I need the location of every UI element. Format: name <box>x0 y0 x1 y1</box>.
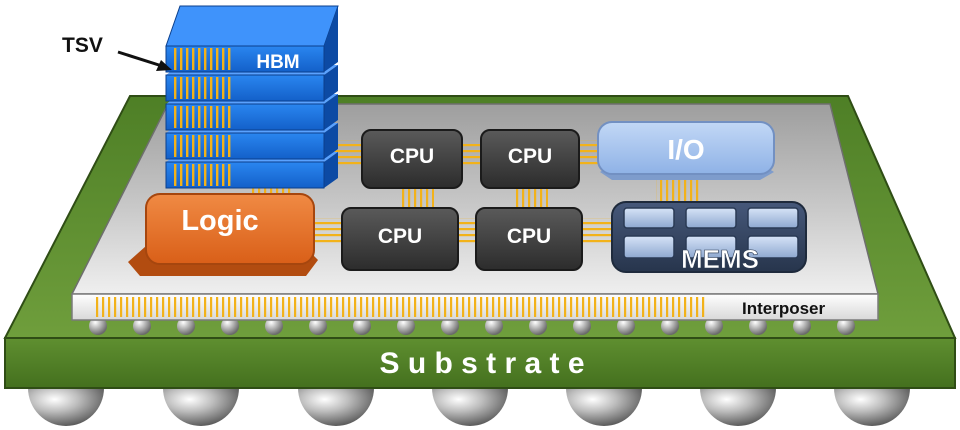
interposer-label: Interposer <box>742 299 826 318</box>
mems-die: MEMS <box>611 201 807 274</box>
io-die: I/O <box>597 121 775 180</box>
hbm-die-top: HBM <box>165 5 339 73</box>
tsv-label: TSV <box>62 34 103 57</box>
mems-label: MEMS <box>681 244 759 274</box>
cpu-label: CPU <box>508 145 552 168</box>
tsv-arrow-line <box>117 50 163 68</box>
logic-label: Logic <box>181 205 258 237</box>
cpu-bottom-left: CPU <box>341 207 459 271</box>
hbm-label: HBM <box>256 52 299 73</box>
io-label: I/O <box>667 134 704 165</box>
substrate-front <box>4 337 956 389</box>
substrate-label: S u b s t r a t e <box>379 347 584 380</box>
cpu-bottom-right: CPU <box>475 207 583 271</box>
mems-cells <box>623 207 799 259</box>
solder-balls <box>28 388 910 426</box>
interposer-tsv-array <box>96 297 706 317</box>
solder-ball <box>834 388 910 426</box>
solder-ball <box>298 388 374 426</box>
logic-die: Logic <box>128 193 318 276</box>
solder-ball <box>700 388 776 426</box>
tsv-callout: TSV <box>62 34 172 71</box>
cpu-top-left: CPU <box>361 129 463 189</box>
solder-ball <box>432 388 508 426</box>
solder-ball <box>28 388 104 426</box>
cpu-label: CPU <box>507 225 551 248</box>
cpu-top-right: CPU <box>480 129 580 189</box>
cpu-label: CPU <box>378 225 422 248</box>
hbm-stack: HBM <box>165 5 339 189</box>
tsv-arrow-head <box>156 60 172 71</box>
cpu-label: CPU <box>390 145 434 168</box>
solder-ball <box>163 388 239 426</box>
solder-ball <box>566 388 642 426</box>
micro-bumps <box>89 317 855 335</box>
